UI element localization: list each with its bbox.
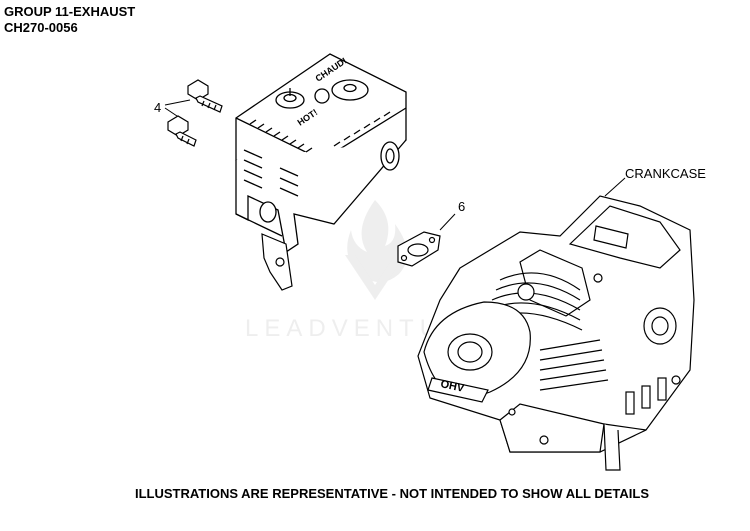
callout-crankcase: CRANKCASE xyxy=(625,166,706,181)
bolt-upper xyxy=(187,79,223,113)
callout-6: 6 xyxy=(458,199,466,214)
watermark-v-icon xyxy=(345,255,405,300)
gasket-leader xyxy=(439,213,456,231)
engine-crankcase xyxy=(417,195,695,471)
disclaimer-footer: ILLUSTRATIONS ARE REPRESENTATIVE - NOT I… xyxy=(135,486,649,501)
callout-4: 4 xyxy=(154,100,162,115)
part-code: CH270-0056 xyxy=(4,20,78,35)
bolts-leader xyxy=(164,99,191,119)
warning-icon xyxy=(314,88,330,104)
watermark: LEADVENTURE xyxy=(245,200,482,342)
crankcase-leader xyxy=(604,177,626,197)
muffler-bracket xyxy=(261,233,293,291)
gasket xyxy=(397,231,441,267)
bolt-lower xyxy=(167,115,197,147)
engine-brand-text: OHV xyxy=(439,378,465,395)
watermark-flame-icon xyxy=(347,200,408,283)
muffler xyxy=(235,53,407,254)
group-title: GROUP 11-EXHAUST xyxy=(4,4,136,19)
